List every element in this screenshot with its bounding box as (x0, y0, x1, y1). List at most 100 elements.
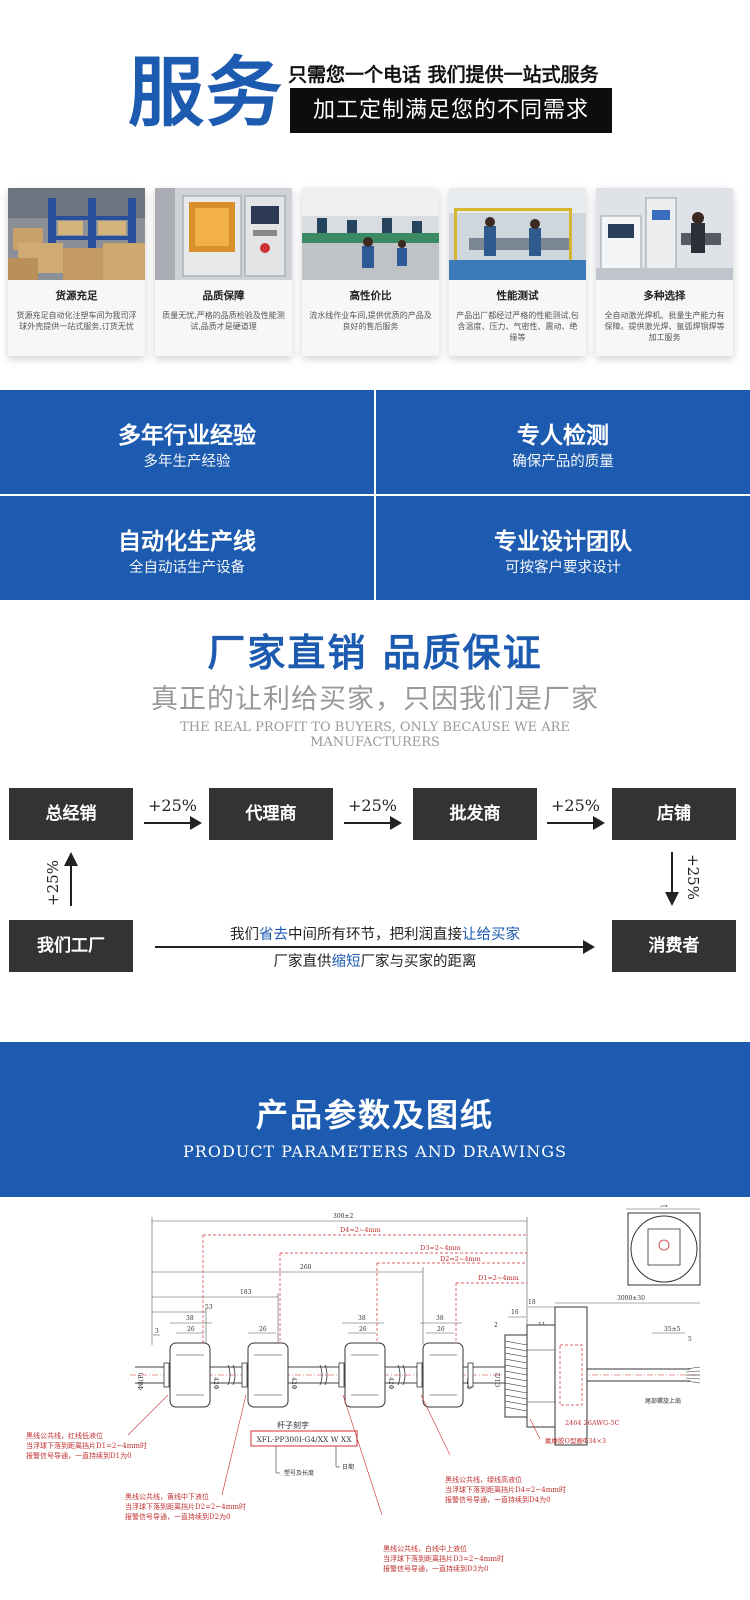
rod-label: 杆子刻字 (277, 1420, 309, 1430)
feature-card-stock: 货源充足 货源充足自动化注塑车间为我司浮球外壳提供一站式服务,订货无忧 (8, 188, 145, 356)
laser-welder-photo (596, 188, 733, 280)
arrow-up-line (70, 864, 72, 906)
tail-label: 尾部螺旋上扇 (645, 1397, 681, 1405)
advantage-grid: 多年行业经验 多年生产经验 专人检测 确保产品的质量 自动化生产线 全自动话生产… (0, 390, 750, 602)
markup-label: +25% (551, 796, 600, 815)
custom-banner: 加工定制满足您的不同需求 (290, 88, 612, 133)
dim-label: 34 (660, 1205, 668, 1209)
message-text: 厂家与买家的距离 (360, 954, 477, 970)
red-dim-label: D2=2~4mm (440, 1255, 481, 1263)
oring-label: 氟橡胶O型圈Φ34×3 (545, 1436, 606, 1445)
advantage-experience: 多年行业经验 多年生产经验 (0, 390, 374, 494)
message-text: 厂家直供 (273, 954, 332, 970)
drawing-svg: 300±2 260 183 53 3 38 26 26 38 26 38 26 … (127, 1202, 701, 1516)
dim-label: 53 (205, 1304, 213, 1311)
model-label: XFL-PP300I-G4/XX W XX (256, 1435, 352, 1444)
dim-label: 183 (240, 1289, 252, 1296)
feature-card-title: 高性价比 (349, 290, 392, 302)
feature-card-title: 性能测试 (496, 290, 539, 302)
dim-label: 18 (528, 1299, 536, 1306)
production-line-photo (302, 188, 439, 280)
feature-card-desc: 流水线作业车间,提供优质的产品及良好的售后服务 (309, 311, 432, 331)
chain-box-store: 店铺 (612, 788, 736, 840)
dim-label: 38 (186, 1315, 194, 1322)
note-line: 报警信号导通，一直持续到D1为0 (26, 1452, 132, 1460)
red-dim-label: D4=2~4mm (340, 1226, 381, 1234)
message-text: 中间所有环节，把利润直接 (288, 927, 462, 943)
message-highlight: 省去 (259, 927, 288, 943)
feature-card-desc: 全自动激光焊机、批量生产能力有保障。提供激光焊、氩弧焊铜焊等加工服务 (604, 311, 725, 342)
chain-box-agent: 代理商 (209, 788, 333, 840)
message-highlight: 让给买家 (462, 927, 520, 943)
feature-card-desc: 货源充足自动化注塑车间为我司浮球外壳提供一站式服务,订货无忧 (16, 311, 137, 331)
chain-box-distributor: 总经销 (9, 788, 133, 840)
message-text: 我们 (230, 927, 259, 943)
note-line: 报警信号导通，一直持续到D3为0 (383, 1565, 489, 1573)
technical-drawing: 300±2 260 183 53 3 38 26 26 38 26 38 26 … (0, 1202, 750, 1600)
testing-workshop-photo (449, 188, 586, 280)
service-title: 服务 (128, 48, 284, 137)
factory-english: THE REAL PROFIT TO BUYERS, ONLY BECAUSE … (180, 720, 570, 750)
dim-label: 2 (494, 1322, 498, 1329)
arrow-right-icon (344, 816, 402, 830)
note-mid-high-level: 黑线公共线，白线中上液位 当浮球下落到距离挡片D3=2~4mm时 报警信号导通，… (383, 1544, 504, 1574)
note-line: 当浮球下落到距离挡片D2=2~4mm时 (125, 1503, 246, 1511)
note-line: 黑线公共线，红线低液位 (26, 1432, 103, 1440)
feature-card-value: 高性价比 流水线作业车间,提供优质的产品及良好的售后服务 (302, 188, 439, 356)
consumer-box: 消费者 (612, 920, 736, 972)
note-high-level: 黑线公共线，绿线高液位 当浮球下落到距离挡片D4=2~4mm时 报警信号导通，一… (445, 1475, 566, 1505)
feature-card-title: 多种选择 (643, 290, 686, 302)
float-label: 42Φ (290, 1377, 297, 1390)
advantage-inspection: 专人检测 确保产品的质量 (376, 390, 750, 494)
thread-label: G1/2 (495, 1372, 502, 1387)
advantage-title: 专人检测 (517, 422, 609, 449)
advantage-subtitle: 确保产品的质量 (512, 454, 614, 470)
advantage-automation: 自动化生产线 全自动话生产设备 (0, 496, 374, 600)
red-dim-label: D3=2~4mm (420, 1244, 461, 1252)
feature-card-testing: 性能测试 产品出厂都经过严格的性能测试,包含温度、压力、气密性、震动、绝缘等 (449, 188, 586, 356)
params-title: 产品参数及图纸 (255, 1096, 494, 1134)
advantage-design: 专业设计团队 可按客户要求设计 (376, 496, 750, 600)
note-line: 黑线公共线，黄线中下液位 (125, 1493, 209, 1501)
advantage-title: 多年行业经验 (118, 422, 256, 449)
factory-title: 厂家直销 品质保证 (207, 630, 543, 675)
service-header: 服务 只需您一个电话 我们提供一站式服务 加工定制满足您的不同需求 (0, 0, 750, 175)
message-line-1: 我们省去中间所有环节，把利润直接让给买家 (150, 923, 600, 944)
advantage-title: 自动化生产线 (118, 528, 256, 555)
arrow-right-icon (547, 816, 605, 830)
note-line: 当浮球下落到距离挡片D3=2~4mm时 (383, 1555, 504, 1563)
advantage-subtitle: 全自动话生产设备 (129, 560, 245, 576)
dim-label: 3 (155, 1328, 159, 1335)
feature-card-desc: 产品出厂都经过严格的性能测试,包含温度、压力、气密性、震动、绝缘等 (456, 311, 579, 342)
note-line: 当浮球下落到距离挡片D1=2~4mm时 (26, 1442, 147, 1450)
service-subtitle: 只需您一个电话 我们提供一站式服务 (288, 64, 599, 86)
note-line: 报警信号导通，一直持续到D4为0 (445, 1496, 551, 1504)
note-line: 黑线公共线，绿线高液位 (445, 1476, 522, 1484)
float-label: 42Φ (387, 1377, 394, 1390)
dim-label: 38 (358, 1315, 366, 1322)
feature-card-title: 品质保障 (202, 290, 245, 302)
dim-label: 3000±30 (617, 1295, 645, 1302)
dim-label: 5 (688, 1336, 692, 1343)
dim-label: 26 (359, 1326, 367, 1333)
note-line: 当浮球下落到距离挡片D4=2~4mm时 (445, 1486, 566, 1494)
factory-subtitle: 真正的让利给买家，只因我们是厂家 (151, 684, 599, 715)
rod-dim-label: Φ8(P) (138, 1373, 145, 1390)
arrow-right-icon (144, 816, 202, 830)
note-mid-low-level: 黑线公共线，黄线中下液位 当浮球下落到距离挡片D2=2~4mm时 报警信号导通，… (125, 1492, 246, 1522)
dim-label: 26 (187, 1326, 195, 1333)
dim-label: 260 (300, 1264, 312, 1271)
dim-label: 38 (436, 1315, 444, 1322)
markup-label: +25% (683, 854, 702, 900)
model-note: 日期 (342, 1463, 354, 1471)
feature-cards: 货源充足 货源充足自动化注塑车间为我司浮球外壳提供一站式服务,订货无忧 品质保障… (8, 188, 742, 356)
feature-card-title: 货源充足 (55, 290, 98, 302)
note-line: 黑线公共线，白线中上液位 (383, 1545, 467, 1553)
arrow-down-icon (665, 892, 679, 906)
dim-label: 300±2 (333, 1213, 353, 1220)
feature-card-options: 多种选择 全自动激光焊机、批量生产能力有保障。提供激光焊、氩弧焊铜焊等加工服务 (596, 188, 733, 356)
message-line-2: 厂家直供缩短厂家与买家的距离 (150, 950, 600, 971)
dim-label: 26 (437, 1326, 445, 1333)
model-note: 塑号及长度 (284, 1469, 314, 1477)
advantage-subtitle: 可按客户要求设计 (505, 560, 621, 576)
